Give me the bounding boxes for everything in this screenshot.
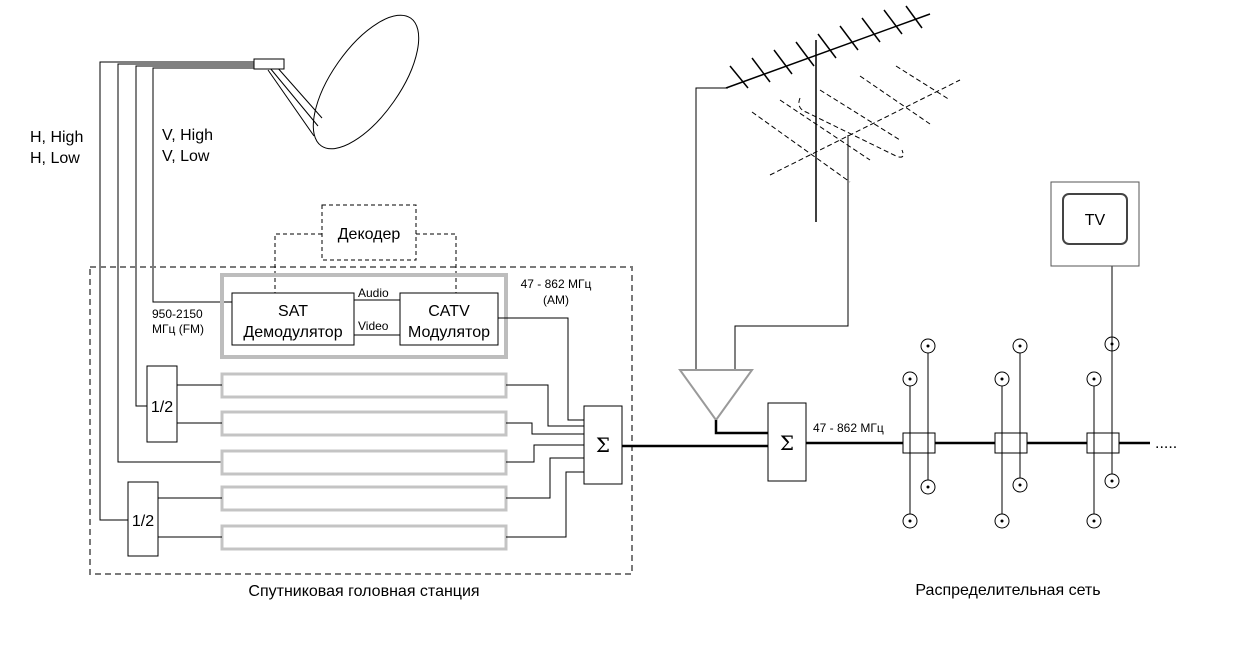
amplifier-output: [714, 420, 768, 435]
tv-set: TV: [1050, 181, 1140, 267]
combiner-1: Σ: [583, 405, 623, 485]
terrestrial-antenna-1: [725, 5, 931, 222]
continuation-dots: .....: [1155, 435, 1177, 452]
module-4: [220, 485, 508, 512]
sum-2-label: Σ: [780, 431, 794, 455]
sat-label: SAT: [278, 303, 308, 320]
v-low-label: V, Low: [162, 148, 210, 165]
sat-demodulator: SAT Демодулятор: [231, 292, 355, 346]
h-low-label: H, Low: [30, 150, 80, 167]
module-2: [220, 410, 508, 437]
catv-modulator: CATV Модулятор: [399, 292, 499, 346]
fm-range-label: 950-2150: [152, 307, 203, 321]
v-high-label: V, High: [162, 127, 213, 144]
catv-label: CATV: [428, 303, 470, 320]
tap-2: [994, 338, 1028, 529]
video-label: Video: [358, 319, 389, 333]
receiver-module: [220, 273, 508, 359]
modulator-label: Модулятор: [408, 324, 490, 341]
decoder-label: Декодер: [338, 226, 401, 243]
headend-border: [89, 266, 633, 575]
module-1: [220, 372, 508, 399]
sum-1-label: Σ: [596, 433, 610, 457]
headend-caption: Спутниковая головная станция: [248, 583, 479, 600]
tv-label: TV: [1085, 212, 1106, 229]
receiver-modules: [220, 372, 508, 551]
tap-3: [1086, 266, 1120, 529]
amplifier: [678, 369, 754, 422]
tap-1: [902, 338, 936, 529]
antenna-2-feed: [734, 135, 849, 370]
am-range-label: 47 - 862 МГц: [521, 277, 592, 291]
terrestrial-antenna-2: [751, 65, 961, 183]
module-output-lines: [506, 384, 584, 538]
combiner-2: Σ: [767, 402, 807, 482]
network-caption: Распределительная сеть: [915, 582, 1100, 599]
am-unit-label: (AM): [543, 293, 569, 307]
lnb-feed: [253, 58, 285, 70]
lnb-cables: [99, 61, 254, 521]
fm-unit-label: МГц (FM): [152, 322, 204, 336]
module-3: [220, 449, 508, 476]
audio-label: Audio: [358, 286, 389, 300]
satellite-dish: [253, 14, 420, 150]
h-high-label: H, High: [30, 129, 83, 146]
antenna-1-feed: [695, 87, 728, 370]
net-range-label: 47 - 862 МГц: [813, 421, 884, 435]
splitter-1-label: 1/2: [151, 399, 173, 416]
splitter-2-label: 1/2: [132, 513, 154, 530]
module-5: [220, 524, 508, 551]
decoder-block: Декодер: [274, 204, 457, 293]
splitter-2: 1/2: [127, 481, 222, 557]
splitter-1: 1/2: [146, 365, 222, 443]
demodulator-label: Демодулятор: [243, 324, 342, 341]
